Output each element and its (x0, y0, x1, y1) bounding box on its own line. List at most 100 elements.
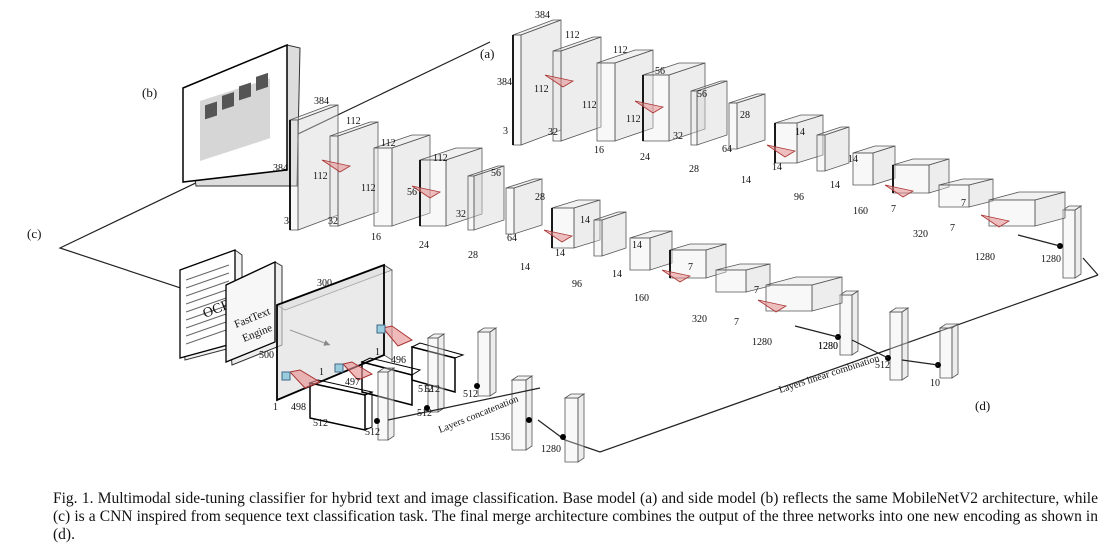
side-dim-label-14: 32 (456, 209, 466, 220)
base-dim-label-11: 112 (626, 114, 641, 125)
text-dim-label-11: 512 (418, 384, 433, 395)
base-kernel-1 (544, 74, 575, 88)
panel-label-d: (d) (975, 398, 990, 413)
side-kernel-2 (411, 185, 442, 199)
text-dim-label-12: 512 (425, 384, 440, 395)
side-layer-4 (419, 147, 483, 227)
base-dim-label-3: 3 (503, 126, 508, 137)
base-layer-2 (552, 36, 602, 142)
side-dim-label-1: 384 (314, 96, 329, 107)
text-dim-label-9: 512 (313, 418, 328, 429)
side-dim-label-29: 1280 (752, 337, 772, 348)
text-dim-label-6: 497 (345, 377, 360, 388)
side-dim-label-8: 112 (361, 183, 376, 194)
base-kernel-5 (980, 214, 1011, 228)
base-layer-11 (938, 178, 994, 208)
base-layer-5 (690, 80, 728, 146)
side-dim-label-27: 320 (692, 314, 707, 325)
base-kernel-4 (884, 184, 915, 198)
side-layer-10 (669, 243, 727, 279)
conv-filter-blocks (281, 324, 465, 431)
text-dim-label-13: 512 (463, 389, 478, 400)
base-layer-9 (852, 145, 896, 186)
side-dim-label-22: 14 (632, 240, 642, 251)
side-dim-label-3: 3 (284, 216, 289, 227)
base-layer-6 (728, 93, 766, 150)
base-kernel-2 (634, 100, 665, 114)
base-dim-label-2: 384 (497, 77, 512, 88)
side-dim-label-11: 56 (407, 187, 417, 198)
side-layer-5 (467, 165, 505, 231)
side-dim-label-10: 112 (433, 153, 448, 164)
fasttext-engine: FastText Engine (225, 260, 283, 366)
text-dim-label-3: 1 (273, 402, 278, 413)
base-dim-label-13: 56 (697, 89, 707, 100)
base-dim-label-4: 112 (565, 30, 580, 41)
ocr-document: OCR (179, 249, 243, 361)
architecture-diagram: OCR FastText Engine (27, 10, 1099, 463)
base-layer-8 (816, 126, 850, 172)
side-dim-label-24: 160 (634, 293, 649, 304)
base-dim-label-24: 160 (853, 206, 868, 217)
text-dim-label-16: 1280 (541, 444, 561, 455)
base-dim-label-21: 96 (794, 192, 804, 203)
base-dim-label-22: 14 (848, 154, 858, 165)
base-dim-label-16: 28 (740, 110, 750, 121)
side-dim-label-15: 28 (468, 250, 478, 261)
merge-dim-label-3: 10 (930, 378, 940, 389)
dimension-labels: 384 384 3 112 112 112 32 112 16 56 112 24 56 32 28 28 64… (259, 10, 1061, 455)
text-dim-label-14: 512 (417, 408, 432, 419)
side-dim-label-18: 14 (520, 262, 530, 273)
base-dim-label-19: 14 (795, 127, 805, 138)
side-dim-label-2: 384 (273, 163, 288, 174)
side-dim-label-5: 112 (313, 171, 328, 182)
combination-label: Layers linear combination (778, 353, 881, 396)
side-dim-label-17: 64 (507, 233, 517, 244)
base-dim-label-29: 1280 (975, 252, 995, 263)
base-dim-label-27: 320 (913, 229, 928, 240)
base-layer-10 (892, 158, 950, 194)
side-dim-label-26: 7 (754, 285, 759, 296)
panel-label-c: (c) (27, 226, 41, 241)
side-dim-label-13: 56 (491, 168, 501, 179)
figure-caption: Fig. 1. Multimodal side-tuning classifie… (53, 490, 1098, 543)
text-dim-label-4: 498 (291, 402, 306, 413)
base-model-blocks (512, 19, 1066, 228)
side-model-blocks (289, 104, 843, 313)
side-dim-label-20: 14 (555, 248, 565, 259)
base-dim-label-6: 112 (613, 45, 628, 56)
side-kernel-3 (543, 229, 574, 243)
base-layer-12 (988, 191, 1066, 227)
side-dim-label-30: 1280 (818, 341, 838, 352)
side-kernel-1 (321, 159, 352, 173)
base-dim-label-30: 1280 (1041, 254, 1061, 265)
side-layer-9 (629, 230, 673, 271)
side-dim-label-6: 112 (381, 138, 396, 149)
base-dim-label-14: 32 (673, 131, 683, 142)
base-dim-label-23: 14 (830, 180, 840, 191)
side-layer-8 (593, 211, 627, 257)
document-image-input (182, 43, 301, 187)
side-dim-label-21: 96 (572, 279, 582, 290)
concat-label: Layers concatenation (437, 394, 520, 436)
base-dim-label-20: 14 (772, 162, 782, 173)
side-dim-label-23: 14 (612, 269, 622, 280)
base-dim-label-26: 7 (961, 198, 966, 209)
base-dim-label-10: 56 (655, 66, 665, 77)
side-dim-label-7: 32 (328, 216, 338, 227)
text-dim-label-1: 300 (317, 278, 332, 289)
text-dim-label-5: 1 (319, 367, 324, 378)
merge-dim-label-2: 512 (875, 360, 890, 371)
side-dim-label-19: 14 (580, 215, 590, 226)
text-dim-label-7: 1 (375, 347, 380, 358)
merge-dim-label-1: 1280 (818, 341, 838, 352)
text-pillars: Layers concatenation (374, 327, 586, 463)
base-dim-label-9: 16 (594, 145, 604, 156)
base-dim-label-15: 28 (689, 164, 699, 175)
side-layer-2 (329, 121, 379, 227)
base-dim-label-18: 14 (741, 175, 751, 186)
base-dim-label-12: 24 (640, 152, 650, 163)
base-layer-1 (512, 19, 562, 146)
text-embedding-block (276, 263, 393, 402)
side-kernel-5 (757, 299, 788, 313)
